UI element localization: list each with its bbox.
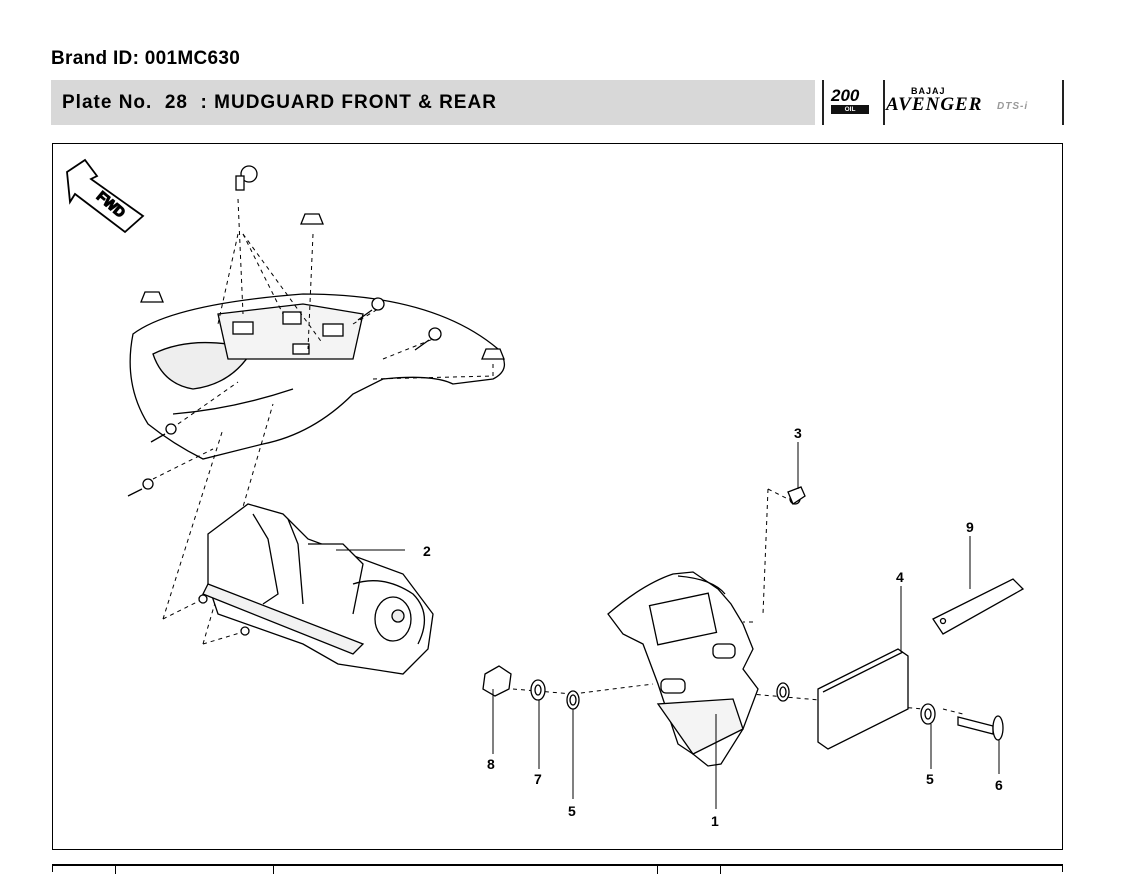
front-mudguard — [129, 293, 505, 460]
callout-7: 7 — [534, 771, 542, 787]
logo-divider — [883, 80, 885, 125]
callout-9: 9 — [966, 519, 974, 535]
callout-numbers: 2 3 4 9 8 7 5 1 5 6 — [423, 425, 1003, 829]
table-column-divider — [115, 866, 116, 874]
brand-logo: 200 OIL COOLED BAJAJ AVENGER DTS-i — [822, 80, 1064, 125]
fwd-arrow-icon: FWD — [66, 158, 145, 234]
callout-1: 1 — [711, 813, 719, 829]
plate-title: Plate No. 28 : MUDGUARD FRONT & REAR — [62, 91, 497, 113]
callout-5-right: 5 — [926, 771, 934, 787]
mudguard-fasteners — [127, 165, 505, 497]
assembly-guide-lines — [152, 198, 964, 715]
number-plate — [817, 648, 909, 750]
callout-5-left: 5 — [568, 803, 576, 819]
callout-leader-lines — [336, 442, 1000, 809]
callout-4: 4 — [896, 569, 904, 585]
logo-oil-cooled: OIL COOLED — [831, 105, 869, 122]
brand-id: Brand ID: 001MC630 — [51, 48, 241, 69]
callout-3: 3 — [794, 425, 802, 441]
table-column-divider — [273, 866, 274, 874]
table-column-divider — [720, 866, 721, 874]
callout-6: 6 — [995, 777, 1003, 793]
callout-2: 2 — [423, 543, 431, 559]
logo-maker: BAJAJ — [911, 86, 946, 96]
logo-divider — [1062, 80, 1064, 125]
exploded-parts-diagram: FWD — [52, 143, 1063, 850]
logo-model-name: AVENGER — [886, 94, 983, 115]
logo-variant: DTS-i — [997, 101, 1029, 112]
reflector-strip — [932, 578, 1025, 635]
small-fasteners — [482, 486, 1004, 741]
inner-splash-guard — [198, 503, 434, 675]
parts-table-header — [52, 864, 1063, 874]
rear-mudguard-bracket — [607, 571, 759, 767]
callout-8: 8 — [487, 756, 495, 772]
diagram-drawing: FWD — [66, 158, 1025, 829]
table-column-divider — [657, 866, 658, 874]
logo-divider — [822, 80, 824, 125]
plate-title-bar: Plate No. 28 : MUDGUARD FRONT & REAR — [51, 80, 815, 125]
logo-model-number: 200 — [831, 86, 860, 105]
